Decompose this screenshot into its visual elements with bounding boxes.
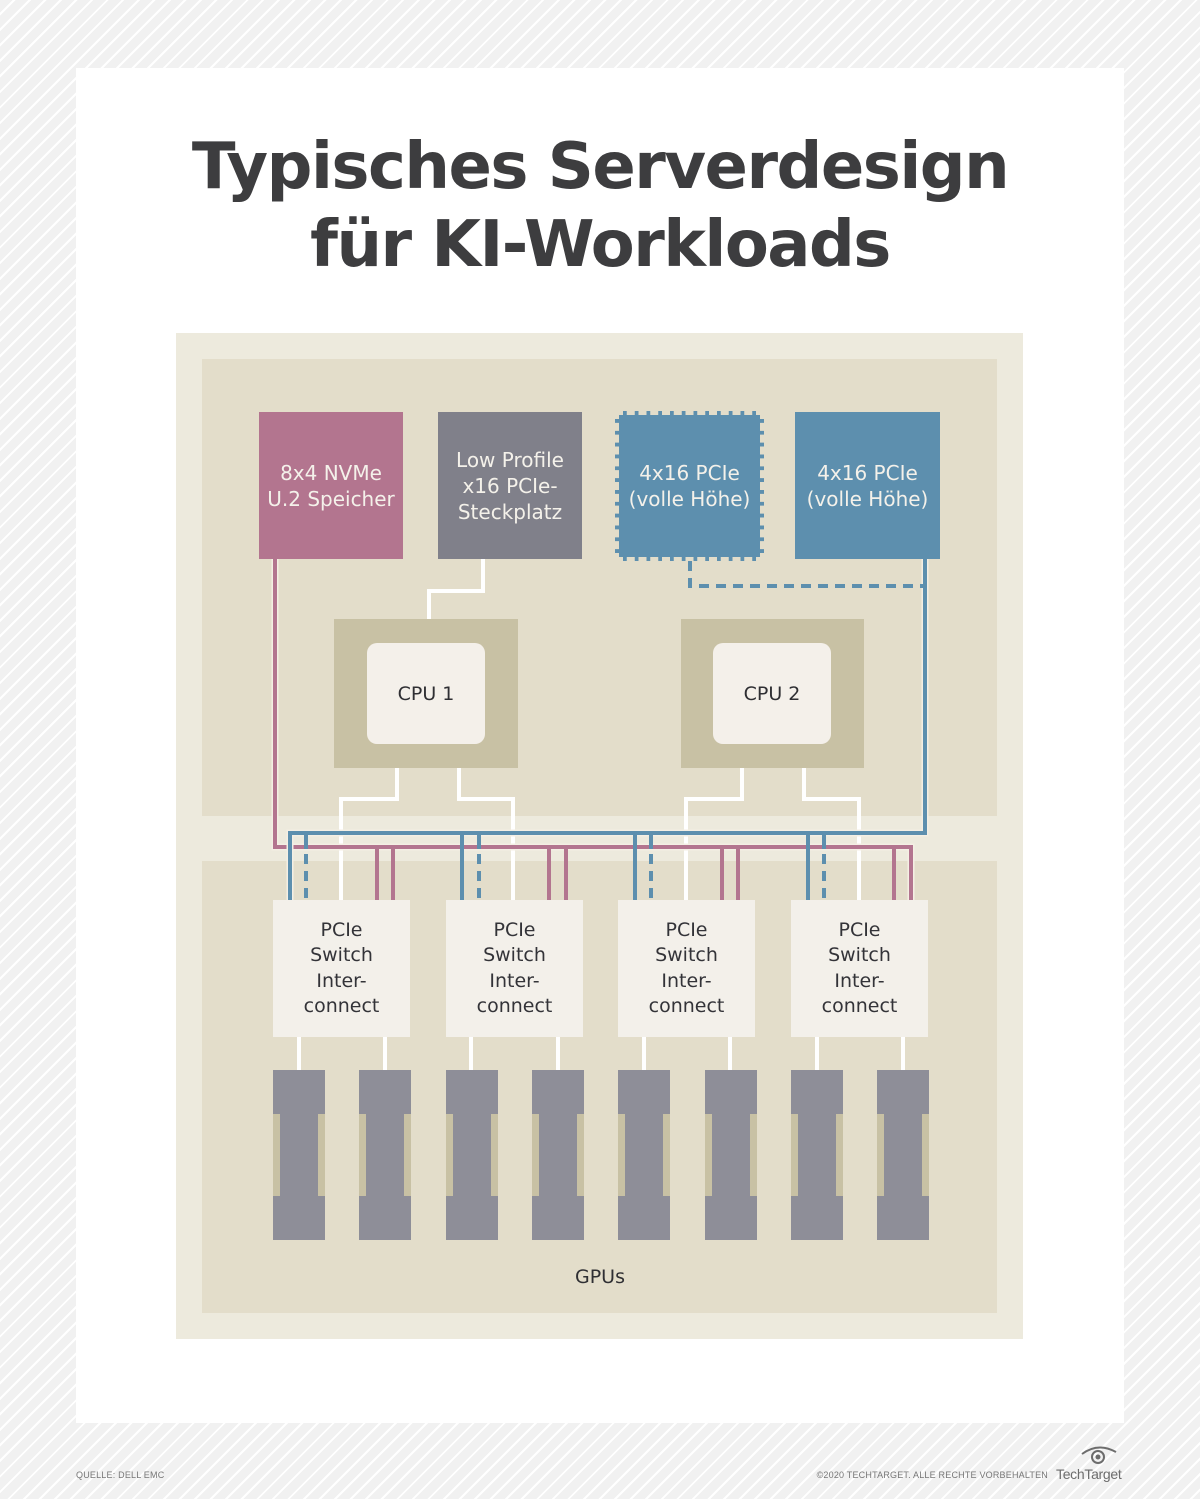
techtarget-logo: TechTarget [1056,1442,1126,1482]
copyright-notice: ©2020 TECHTARGET. ALLE RECHTE VORBEHALTE… [816,1470,1048,1480]
low-profile-pcie-slot-block: Low Profile x16 PCIe- Steckplatz [438,412,582,559]
gpu-3 [446,1070,498,1240]
nvme-storage-block: 8x4 NVMe U.2 Speicher [259,412,403,559]
gpu-1 [273,1070,325,1240]
pcie-switch-3: PCIe Switch Inter- connect [618,900,755,1037]
title-line-1: Typisches Serverdesign [191,130,1010,204]
gpu-4 [532,1070,584,1240]
source-credit: QUELLE: DELL EMC [76,1470,165,1480]
pcie-switch-2: PCIe Switch Inter- connect [446,900,583,1037]
gpu-5 [618,1070,670,1240]
pcie-full-height-block: 4x16 PCIe (volle Höhe) [795,412,940,559]
pcie-switch-4: PCIe Switch Inter- connect [791,900,928,1037]
gpu-6 [705,1070,757,1240]
title-line-2: für KI-Workloads [310,208,891,282]
page-title: Typisches Serverdesign für KI-Workloads [76,128,1124,284]
pcie-full-height-optional-block: 4x16 PCIe (volle Höhe) [615,411,764,561]
cpu1-label: CPU 1 [367,643,485,744]
cpu2-label: CPU 2 [713,643,831,744]
gpu-8 [877,1070,929,1240]
gpu-7 [791,1070,843,1240]
eye-icon [1081,1446,1117,1464]
pcie-switch-1: PCIe Switch Inter- connect [273,900,410,1037]
gpu-2 [359,1070,411,1240]
gpus-label: GPUs [575,1266,625,1288]
logo-text: TechTarget [1056,1466,1122,1482]
